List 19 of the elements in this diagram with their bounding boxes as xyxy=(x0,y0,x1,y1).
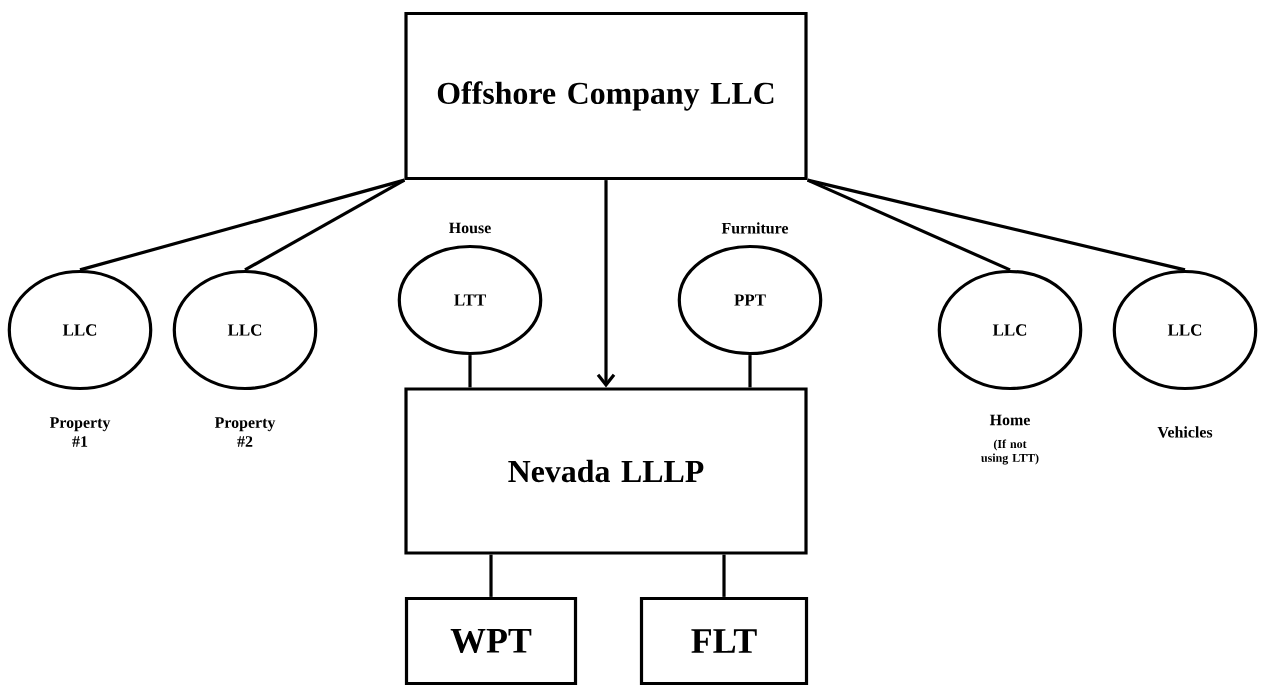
connector xyxy=(244,178,406,272)
connector xyxy=(748,355,752,388)
caption-label: Property #2 xyxy=(214,417,276,447)
connector xyxy=(489,554,493,597)
connector xyxy=(722,554,726,597)
entity-box: Offshore Company LLC xyxy=(404,11,808,181)
caption-label: (If not using LTT) xyxy=(981,439,1039,465)
connector xyxy=(807,178,1186,272)
entity-box: Nevada LLLP xyxy=(404,387,808,555)
caption-label: Home xyxy=(989,414,1030,426)
caption-label: Furniture xyxy=(721,222,789,234)
caption-label: Vehicles xyxy=(1157,426,1213,438)
connector xyxy=(79,178,405,272)
caption-label: Property #1 xyxy=(49,417,111,447)
connector xyxy=(596,180,616,388)
connector xyxy=(468,355,472,388)
entity-box: WPT xyxy=(404,596,578,686)
entity-box: FLT xyxy=(639,596,809,686)
caption-label: House xyxy=(449,222,491,234)
